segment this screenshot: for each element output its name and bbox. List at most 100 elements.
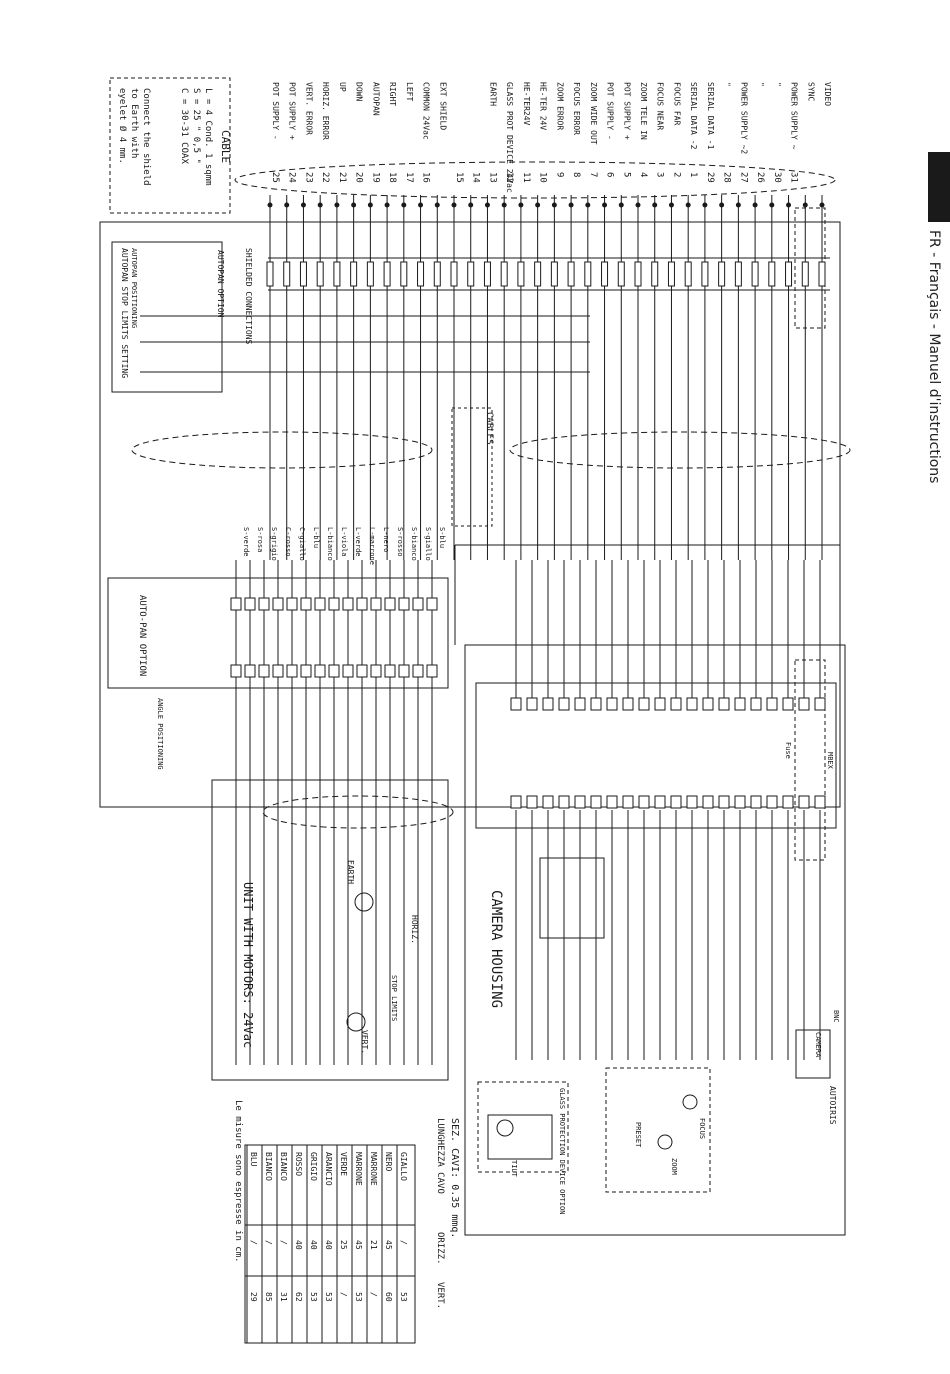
- autopan-positioning-label: AUTOPAN POSITIONING: [130, 248, 138, 328]
- terminal: [667, 261, 675, 287]
- table-cell-vert: 53: [309, 1292, 318, 1302]
- camera-housing-label: CAMERA HOUSING: [488, 890, 504, 1008]
- housing-terminal: [750, 795, 762, 809]
- table-cell-vert: 62: [294, 1292, 303, 1302]
- housing-terminal: [766, 795, 778, 809]
- signal-number: 5: [621, 172, 631, 177]
- junction-dot: [652, 202, 658, 208]
- signal-number: 31: [789, 172, 799, 183]
- signal-label: FOCUS FAR: [672, 82, 681, 126]
- terminal: [751, 261, 759, 287]
- signal-label: AUTOPAN: [371, 82, 380, 116]
- earth-label: EARTH: [346, 860, 355, 884]
- junction-dot: [334, 202, 340, 208]
- signal-label: HORIZ. ERROR: [321, 82, 330, 140]
- autopan-terminal: [314, 664, 326, 678]
- autopan-terminal: [398, 664, 410, 678]
- signal-number: 1: [688, 172, 698, 177]
- signal-number: 10: [538, 172, 548, 183]
- junction-dot: [317, 202, 323, 208]
- autoiris-label: AUTOIRIS: [828, 1086, 837, 1125]
- autopan-terminal: [272, 597, 284, 611]
- signal-label: POT SUPPLY -: [606, 82, 615, 140]
- housing-terminal: [686, 697, 698, 711]
- wire-color-label: S-verde: [242, 527, 250, 557]
- table-cell-vert: 60: [384, 1292, 393, 1302]
- housing-terminal: [702, 795, 714, 809]
- housing-terminal: [574, 697, 586, 711]
- housing-terminal: [670, 697, 682, 711]
- heater-box: [539, 857, 605, 939]
- terminal: [517, 261, 525, 287]
- junction-dot: [802, 202, 808, 208]
- housing-terminal: [734, 795, 746, 809]
- junction-dot: [702, 202, 708, 208]
- wire-color-label: L-marrone: [368, 527, 376, 565]
- signal-label: SERIAL DATA -1: [706, 82, 715, 150]
- glass-protection-box: [477, 1081, 569, 1173]
- table-cell-color: BLU: [249, 1152, 258, 1167]
- junction-dot: [351, 202, 357, 208]
- table-note: Le misure sono espresse in cm.: [233, 1100, 243, 1263]
- cable-spec-box: [109, 77, 231, 214]
- housing-terminal: [734, 697, 746, 711]
- autopan-terminal: [314, 597, 326, 611]
- signal-number: 9: [554, 172, 564, 177]
- terminal: [450, 261, 458, 287]
- junction-dot: [786, 202, 792, 208]
- table-cell-vert: 85: [264, 1292, 273, 1302]
- autopan-terminal: [258, 597, 270, 611]
- terminal: [467, 261, 475, 287]
- terminal: [483, 261, 491, 287]
- table-cell-color: BIANCO: [264, 1152, 273, 1181]
- terminal: [350, 261, 358, 287]
- terminal: [333, 261, 341, 287]
- housing-terminal: [766, 697, 778, 711]
- autopan-terminal: [286, 664, 298, 678]
- preset-box: [605, 1067, 711, 1193]
- horiz-label: HORIZ.: [410, 915, 419, 944]
- terminal: [299, 261, 307, 287]
- autopan-terminal: [244, 664, 256, 678]
- autopan-option-label: AUTOPAN OPTION: [216, 250, 225, 318]
- table-cell-horiz: 40: [324, 1240, 333, 1250]
- signal-label: UP: [338, 82, 347, 92]
- signal-label: GLASS PROT DEVICE 24Vac: [505, 82, 514, 193]
- main-junction-panel: [99, 221, 841, 808]
- terminal: [718, 261, 726, 287]
- angle-positioning-label: ANGLE POSITIONING: [156, 698, 164, 770]
- wire-color-label: S-rosa: [256, 527, 264, 552]
- terminal: [550, 261, 558, 287]
- housing-terminal: [574, 795, 586, 809]
- housing-terminal: [686, 795, 698, 809]
- signal-label: POWER SUPPLY ~: [790, 82, 799, 150]
- housing-terminal: [622, 697, 634, 711]
- terminal: [417, 261, 425, 287]
- terminal: [601, 261, 609, 287]
- signal-label: EARTH: [488, 82, 497, 106]
- table-cell-horiz: 45: [384, 1240, 393, 1250]
- wire-color-label: S-giallo: [424, 527, 432, 561]
- terminal: [316, 261, 324, 287]
- housing-terminal: [654, 697, 666, 711]
- table-cell-vert: 29: [249, 1292, 258, 1302]
- autopan-terminal: [272, 664, 284, 678]
- table-cell-horiz: 21: [369, 1240, 378, 1250]
- signal-number: 21: [337, 172, 347, 183]
- junction-dot: [267, 202, 273, 208]
- housing-terminal: [558, 795, 570, 809]
- autopan-terminal: [300, 597, 312, 611]
- table-cell-horiz: 25: [339, 1240, 348, 1250]
- autopan-terminal: [328, 664, 340, 678]
- cable-length-table-frame: [244, 1144, 416, 1344]
- focus-label: FOCUS: [698, 1118, 706, 1139]
- signal-number: 15: [454, 172, 464, 183]
- terminal: [651, 261, 659, 287]
- housing-terminal: [750, 697, 762, 711]
- autopan-terminal: [356, 597, 368, 611]
- autopan-terminal: [384, 664, 396, 678]
- signal-label: SYNC: [806, 82, 815, 101]
- autopan-terminal: [370, 664, 382, 678]
- shielded-connections-label: SHIELDED CONNECTIONS: [244, 248, 253, 345]
- table-cell-vert: /: [369, 1292, 378, 1297]
